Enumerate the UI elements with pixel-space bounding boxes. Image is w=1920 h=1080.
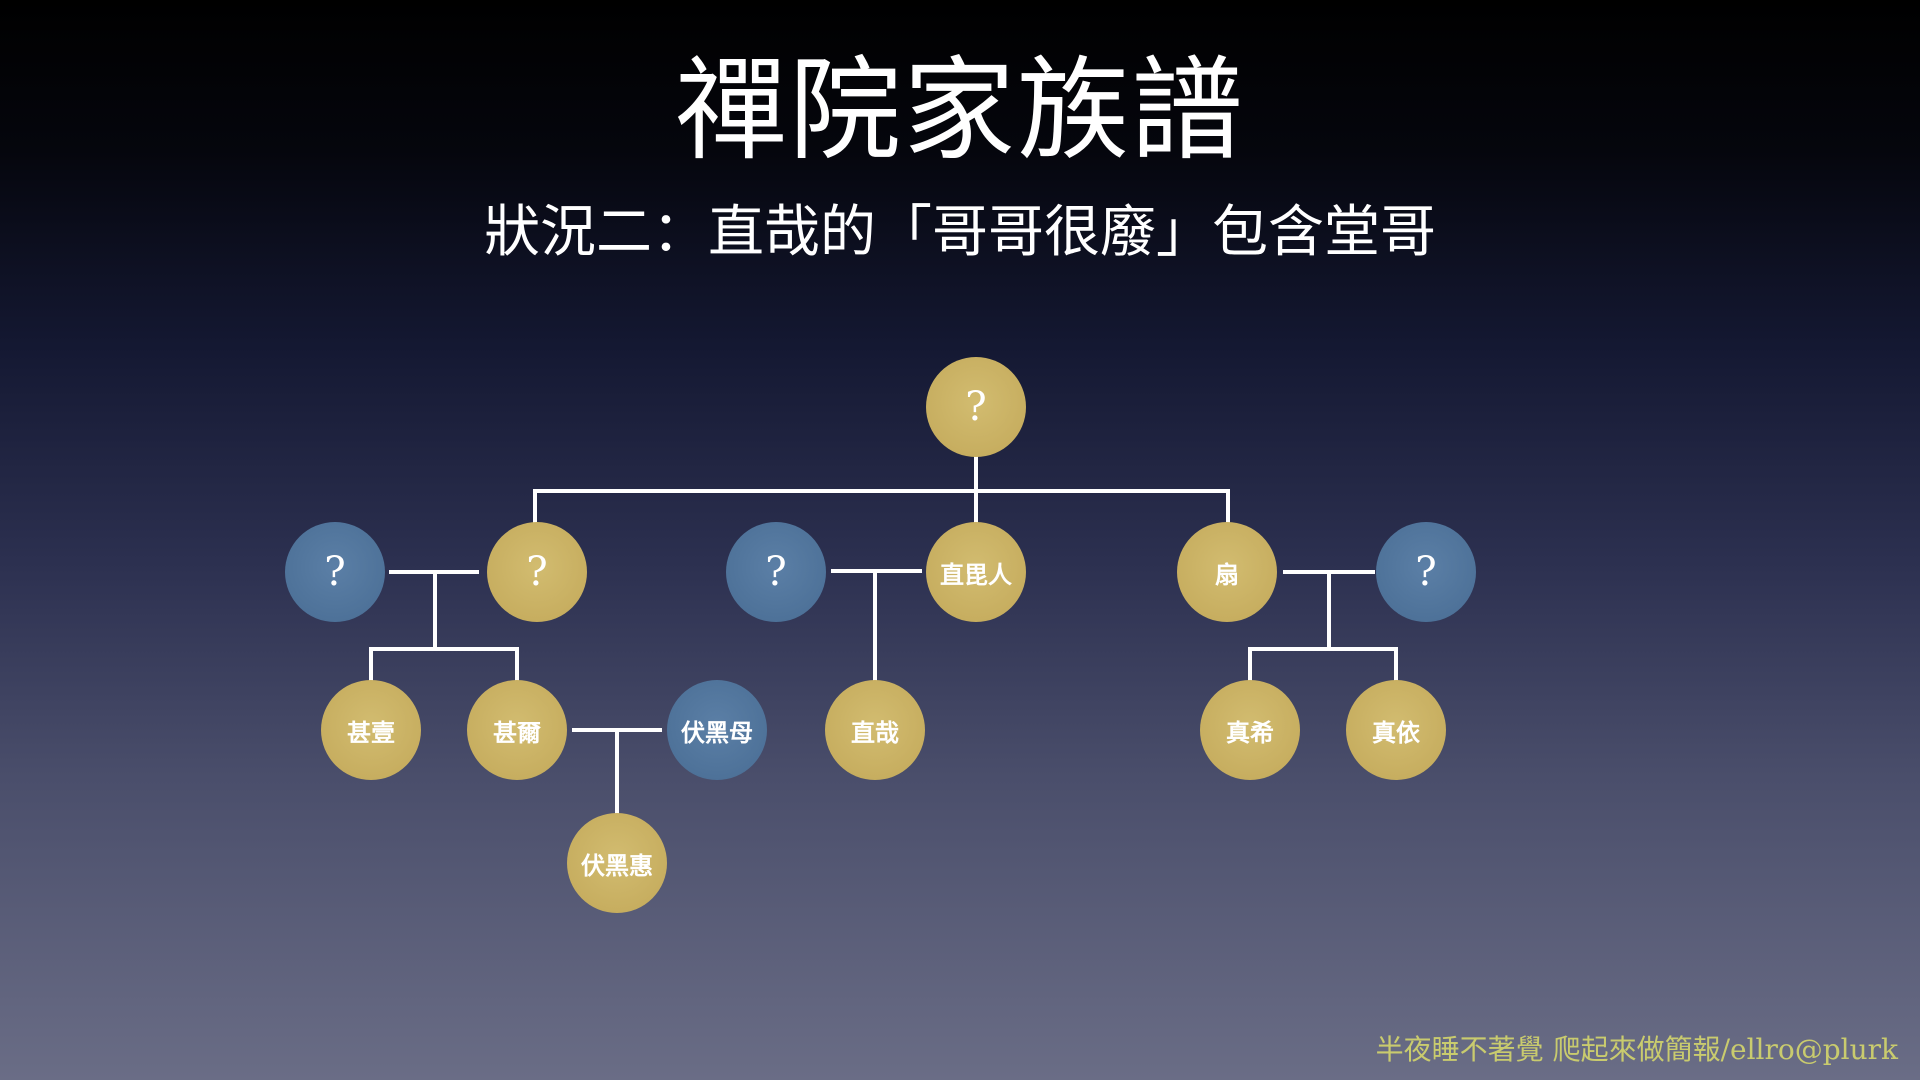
node-maki: 真希 <box>1200 680 1300 780</box>
connector-couple-4 <box>572 728 662 815</box>
node-spouse-unknown-3: ? <box>1376 522 1476 622</box>
connector-couple-2 <box>831 569 922 682</box>
slide-subtitle: 狀況二：直哉的「哥哥很廢」包含堂哥 <box>484 200 1436 265</box>
node-naoya: 直哉 <box>825 680 925 780</box>
node-ogi: 扇 <box>1177 522 1277 622</box>
node-root-unknown: ? <box>926 357 1026 457</box>
node-mai: 真依 <box>1346 680 1446 780</box>
connector-couple-3 <box>1248 570 1398 682</box>
slide-title: 禪院家族譜 <box>675 46 1245 176</box>
node-son-unknown: ? <box>487 522 587 622</box>
connector-couple-1 <box>369 570 519 682</box>
node-megumi: 伏黑惠 <box>567 813 667 913</box>
node-spouse-unknown-2: ? <box>726 522 826 622</box>
node-toji: 甚爾 <box>467 680 567 780</box>
node-spouse-unknown-1: ? <box>285 522 385 622</box>
footer-credit: 半夜睡不著覺 爬起來做簡報/ellro@plurk <box>1375 1033 1898 1066</box>
node-naobito: 直毘人 <box>926 522 1026 622</box>
node-fushiguro-mother: 伏黑母 <box>667 680 767 780</box>
connector-root-to-children <box>533 456 1230 523</box>
node-jinichi: 甚壹 <box>321 680 421 780</box>
